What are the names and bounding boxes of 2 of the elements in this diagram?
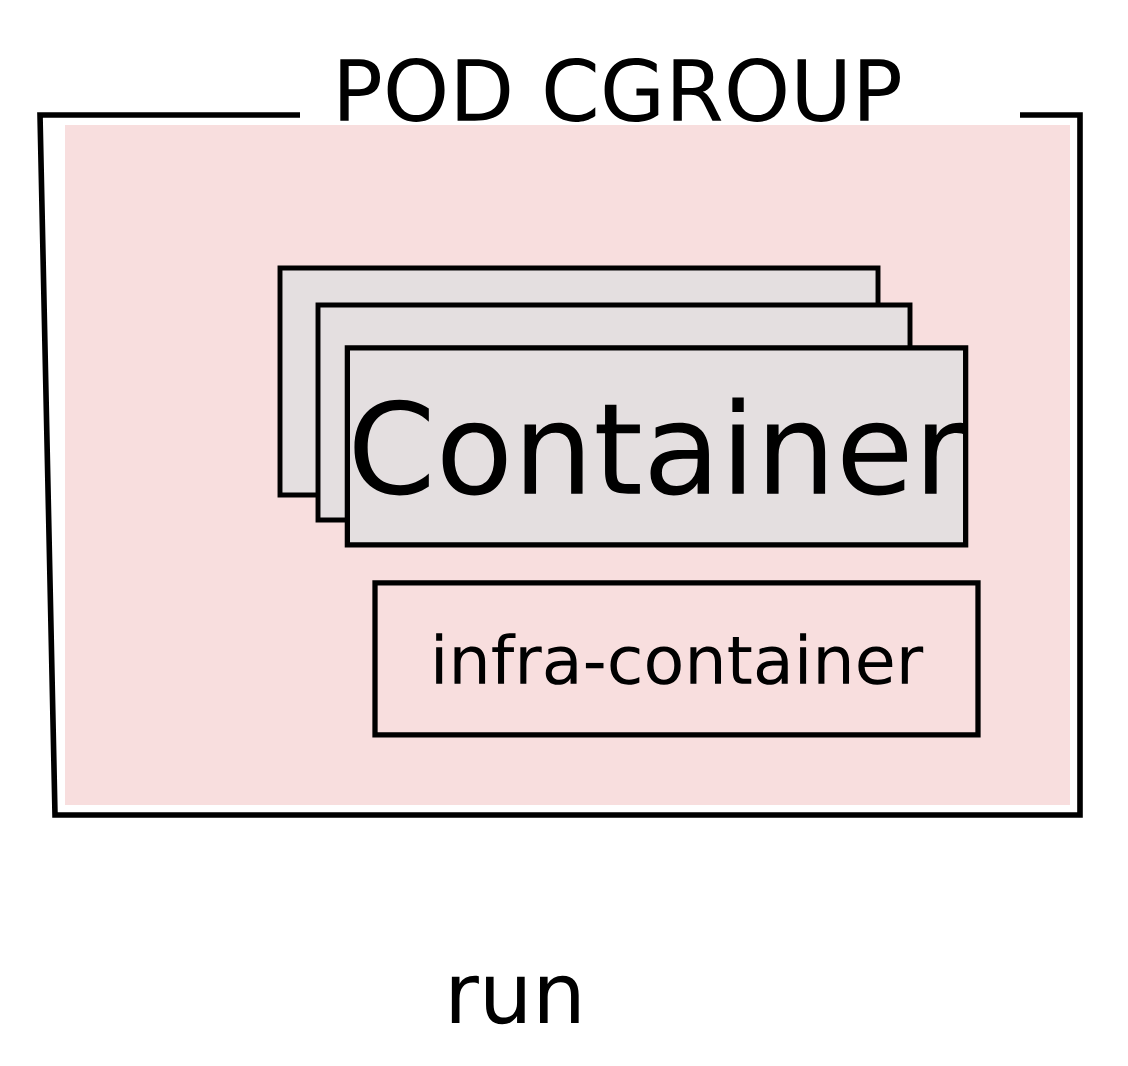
group-heading: POD CGROUP (340, 58, 900, 122)
caption-text: run (451, 975, 579, 1025)
